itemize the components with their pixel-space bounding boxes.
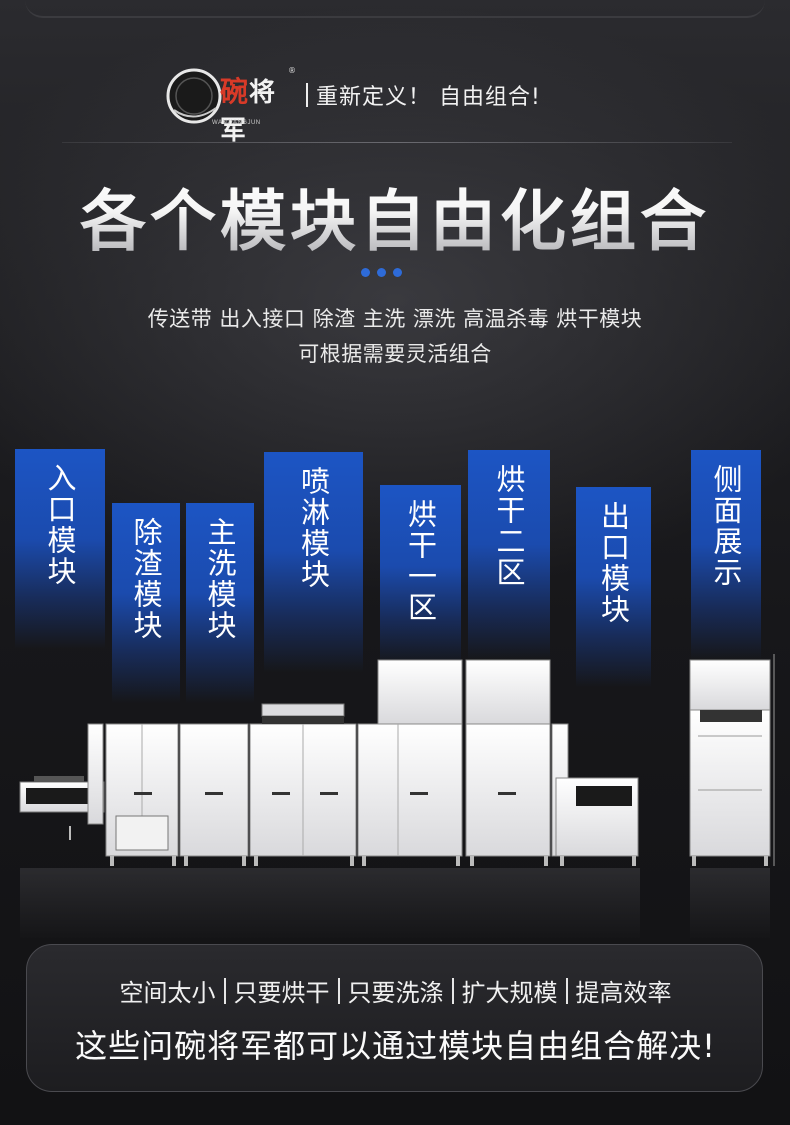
header: 碗将军 ® WANJIANGJUN 重新定义！ 自由组合! [160, 55, 541, 146]
header-separator [306, 83, 308, 107]
registered-mark: ® [288, 66, 296, 75]
logo-wordmark: 碗将军 [220, 75, 277, 146]
header-divider [62, 142, 732, 143]
description-line-2: 可根据需要灵活组合 [298, 342, 492, 366]
module-label-side-view: 侧面展示 [691, 450, 761, 660]
problem-separator [565, 977, 568, 1004]
conclusion-text: 这些问碗将军都可以通过模块自由组合解决! [75, 1027, 716, 1065]
dot-icon [361, 268, 370, 277]
top-frame-edge [25, 0, 765, 18]
problem-separator [451, 977, 454, 1004]
dot-icon [377, 268, 386, 277]
problem-separator [223, 977, 226, 1004]
problem-item: 提高效率 [575, 979, 672, 1007]
description-line-1: 传送带 出入接口 除渣 主洗 漂洗 高温杀毒 烘干模块 [147, 307, 643, 331]
module-label-residue: 除渣模块 [112, 503, 180, 703]
page-title: 各个模块自由化组合 [0, 168, 790, 264]
dot-icon [393, 268, 402, 277]
problem-item: 扩大规模 [461, 979, 558, 1007]
problem-item: 空间太小 [119, 979, 216, 1007]
logo-emblem-icon [166, 68, 222, 124]
brand-logo: 碗将军 ® WANJIANGJUN [160, 60, 300, 146]
problem-item: 只要烘干 [233, 979, 330, 1007]
dishwasher-machine-illustration [19, 654, 775, 938]
problem-list: 空间太小 只要烘干 只要洗涤 扩大规模 提高效率 [27, 973, 764, 1008]
problem-item: 只要洗涤 [347, 979, 444, 1007]
module-label-spray: 喷淋模块 [264, 452, 363, 672]
decorative-dots [361, 268, 402, 277]
header-slogan: 重新定义！ 自由组合! [316, 85, 541, 110]
module-label-entry: 入口模块 [15, 449, 105, 649]
module-label-exit: 出口模块 [576, 487, 651, 687]
logo-pinyin: WANJIANGJUN [212, 120, 261, 126]
summary-panel: 空间太小 只要烘干 只要洗涤 扩大规模 提高效率 这些问碗将军都可以通过模块自由… [26, 944, 763, 1092]
module-label-main-wash: 主洗模块 [186, 503, 254, 703]
problem-separator [337, 977, 340, 1004]
module-label-dry-zone-2: 烘干二区 [468, 450, 550, 660]
module-label-dry-zone-1: 烘干一区 [380, 485, 461, 665]
